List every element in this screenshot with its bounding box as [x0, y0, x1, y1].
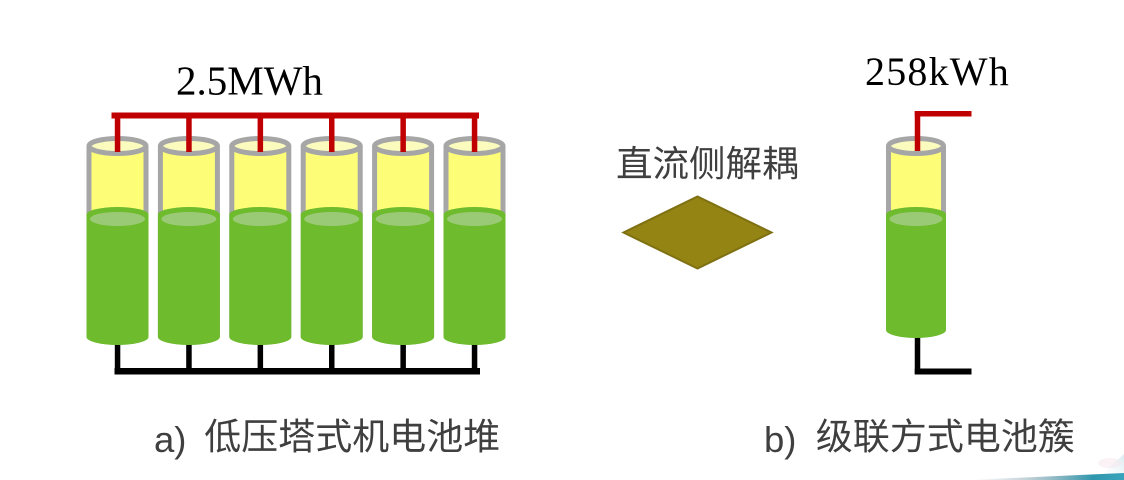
svg-text:a): a)	[154, 419, 186, 460]
svg-text:2.5MWh: 2.5MWh	[176, 58, 323, 104]
svg-text:258kWh: 258kWh	[865, 49, 1010, 94]
svg-text:b): b)	[764, 419, 796, 460]
